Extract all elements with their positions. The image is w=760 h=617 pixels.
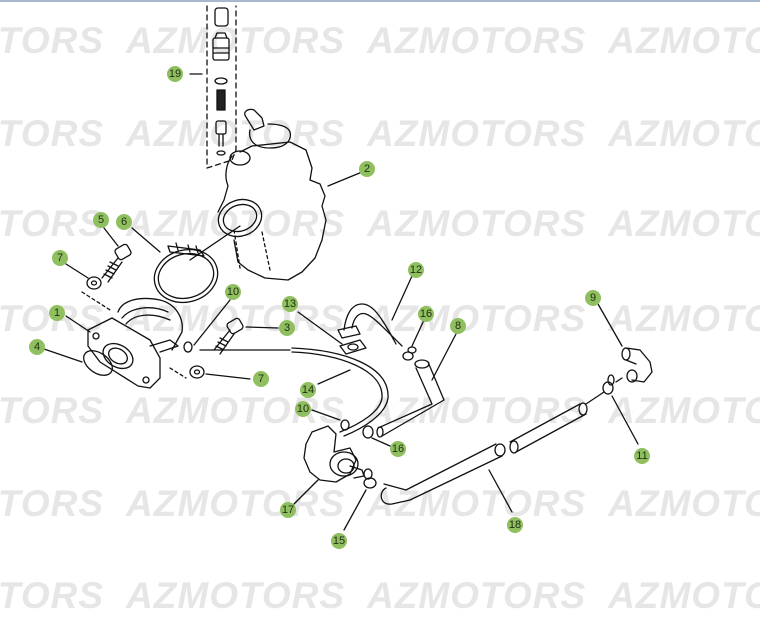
callout-1[interactable]: 1 [49, 305, 65, 321]
callout-12[interactable]: 12 [408, 262, 424, 278]
callout-4[interactable]: 4 [29, 339, 45, 355]
callout-16-lower[interactable]: 16 [390, 441, 406, 457]
callout-6[interactable]: 6 [116, 214, 132, 230]
callout-10-upper[interactable]: 10 [225, 284, 241, 300]
callout-19[interactable]: 19 [167, 66, 183, 82]
part-1-intake-manifold [65, 297, 183, 389]
part-7-washer-upper [65, 263, 111, 311]
callout-7-lower[interactable]: 7 [253, 371, 269, 387]
callout-15[interactable]: 15 [331, 533, 347, 549]
part-10-hose-clip-upper [183, 299, 231, 353]
part-8-elbow-hose [376, 333, 457, 438]
part-16-hose-clip-lower [362, 425, 391, 447]
callout-13[interactable]: 13 [282, 296, 298, 312]
part-17-air-valve [293, 425, 365, 505]
part-9-elbow-fitting [597, 303, 653, 383]
callout-11[interactable]: 11 [634, 448, 650, 464]
callout-3[interactable]: 3 [279, 320, 295, 336]
part-3-bolt [213, 317, 279, 355]
part-15-clamp [343, 468, 377, 531]
callout-8[interactable]: 8 [450, 318, 466, 334]
part-16-hose-clip-upper [402, 319, 425, 361]
callout-5[interactable]: 5 [93, 212, 109, 228]
callout-14[interactable]: 14 [300, 382, 316, 398]
part-6-clamp-band [131, 227, 219, 304]
part-4-o-ring [43, 348, 113, 376]
part-2-carburetor-body [189, 108, 363, 281]
part-19-float-valve-assembly [189, 5, 237, 169]
part-5-bolt [101, 227, 132, 283]
callout-18[interactable]: 18 [507, 517, 523, 533]
part-7-washer-lower [169, 365, 251, 380]
parts-diagram [43, 5, 653, 531]
callout-9[interactable]: 9 [585, 290, 601, 306]
callout-2[interactable]: 2 [359, 161, 375, 177]
part-10-hose-clip-lower [311, 409, 350, 431]
part-12-air-pipe [337, 275, 413, 347]
callout-7-upper[interactable]: 7 [52, 250, 68, 266]
part-18-long-hose [380, 402, 588, 513]
top-border [0, 0, 760, 2]
part-13-gasket [297, 311, 367, 355]
callout-10-lower[interactable]: 10 [295, 401, 311, 417]
part-11-clamp [585, 374, 639, 445]
callout-16-upper[interactable]: 16 [418, 306, 434, 322]
callout-17[interactable]: 17 [280, 502, 296, 518]
part-14-hose [199, 347, 389, 437]
